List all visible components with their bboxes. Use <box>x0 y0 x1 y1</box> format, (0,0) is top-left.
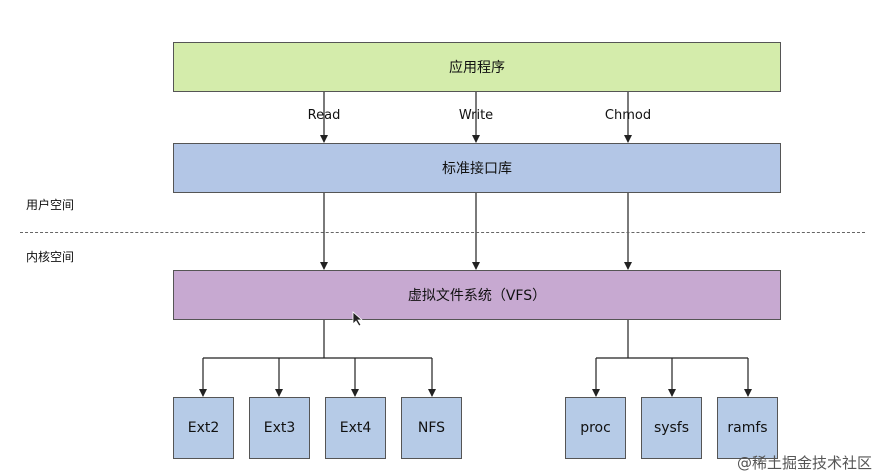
filesystem-ext4: Ext4 <box>325 397 386 459</box>
filesystem-nfs: NFS <box>401 397 462 459</box>
application-layer-label: 应用程序 <box>449 60 505 76</box>
vfs-layer: 虚拟文件系统（VFS） <box>173 270 781 320</box>
standard-library-layer: 标准接口库 <box>173 143 781 193</box>
vfs-layer-label: 虚拟文件系统（VFS） <box>407 288 547 304</box>
filesystem-label: sysfs <box>653 420 690 436</box>
filesystem-sysfs: sysfs <box>641 397 702 459</box>
filesystem-ramfs: ramfs <box>717 397 778 459</box>
filesystem-ext3: Ext3 <box>249 397 310 459</box>
application-layer: 应用程序 <box>173 42 781 92</box>
filesystem-label: NFS <box>417 420 446 436</box>
filesystem-label: proc <box>580 420 611 436</box>
filesystem-label: Ext3 <box>263 420 296 436</box>
mouse-cursor-icon <box>352 311 364 327</box>
filesystem-ext2: Ext2 <box>173 397 234 459</box>
standard-library-label: 标准接口库 <box>442 161 512 177</box>
user-space-label: 用户空间 <box>26 198 75 212</box>
watermark: @稀土掘金技术社区 <box>736 454 872 472</box>
filesystem-label: Ext4 <box>339 420 372 436</box>
filesystem-proc: proc <box>565 397 626 459</box>
filesystem-label: ramfs <box>727 420 768 436</box>
call-label-read: Read <box>307 108 341 123</box>
call-label-chmod: Chmod <box>604 108 652 123</box>
user-kernel-divider <box>20 232 865 233</box>
call-label-write: Write <box>458 108 494 123</box>
filesystem-label: Ext2 <box>187 420 220 436</box>
kernel-space-label: 内核空间 <box>26 250 75 264</box>
